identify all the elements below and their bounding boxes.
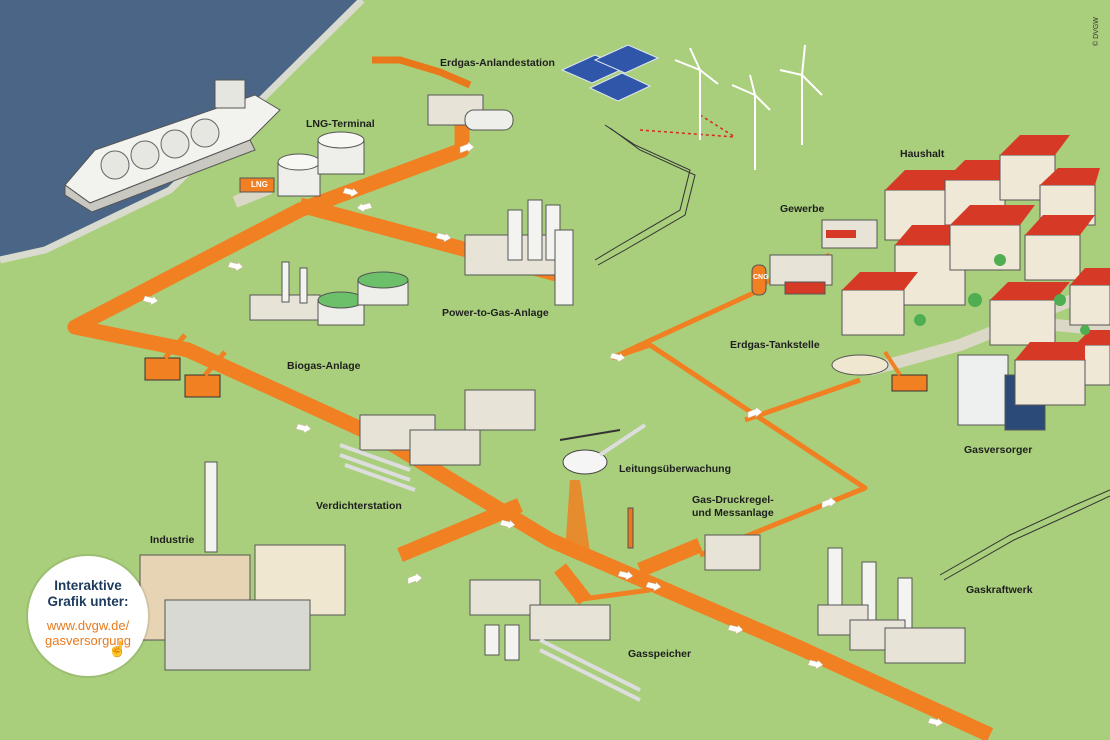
compressor-station — [339, 389, 536, 492]
label-industrie: Industrie — [150, 534, 195, 546]
hand-pointer-icon: ☝ — [108, 641, 127, 658]
label-lng-terminal: LNG-Terminal — [306, 118, 375, 130]
label-gasversorger: Gasversorger — [964, 444, 1033, 456]
gas-storage-facility — [469, 579, 641, 702]
label-power-to-gas: Power-to-Gas-Anlage — [442, 307, 549, 319]
power-dotted-line — [639, 129, 736, 138]
badge-url-line-1[interactable]: www.dvgw.de/ — [46, 618, 130, 633]
pressure-regulator-building — [627, 507, 761, 571]
label-biogas: Biogas-Anlage — [287, 360, 361, 372]
landing-station — [372, 56, 514, 131]
lng-tanker-ship — [64, 79, 281, 213]
shoreline — [0, 0, 365, 264]
power-to-gas-plant — [464, 199, 574, 306]
flow-arrows — [142, 141, 944, 728]
label-haushalt: Haushalt — [900, 148, 945, 160]
badge-url-line-2[interactable]: gasversorgung — [45, 633, 131, 648]
road-excavator — [831, 350, 928, 392]
industry-complex — [139, 461, 346, 671]
biogas-plant — [249, 261, 409, 326]
label-gasspeicher: Gasspeicher — [628, 648, 692, 660]
power-lines — [594, 124, 1110, 581]
pipe-laying-excavators — [144, 333, 227, 398]
lng-truck-tag: LNG — [251, 180, 268, 189]
shop-building — [821, 219, 878, 249]
cng-tag: CNG — [753, 274, 769, 281]
label-gaskraftwerk: Gaskraftwerk — [966, 584, 1033, 596]
label-erdgas-tankstelle: Erdgas-Tankstelle — [730, 339, 820, 351]
cng-station — [751, 254, 833, 296]
lng-terminal-tanks — [239, 131, 365, 197]
badge-line-1: Interaktive — [54, 578, 122, 593]
interactive-graphic-badge[interactable]: Interaktive Grafik unter: www.dvgw.de/ g… — [28, 556, 148, 676]
residential-buildings — [841, 135, 1110, 386]
copyright-notice: © DVGW — [1093, 17, 1100, 46]
badge-line-2: Grafik unter: — [47, 594, 129, 609]
trees — [914, 254, 1090, 335]
gas-utility-building — [957, 342, 1086, 431]
gas-power-plant — [817, 547, 966, 664]
label-gewerbe: Gewerbe — [780, 203, 825, 215]
wind-turbines — [674, 44, 823, 170]
label-verdichterstation: Verdichterstation — [316, 500, 402, 512]
helicopter — [559, 423, 647, 552]
label-leitungsueberwachung: Leitungsüberwachung — [619, 463, 732, 475]
power-dotted-line-2 — [699, 114, 736, 138]
solar-panels — [560, 44, 660, 102]
label-druckregel: Gas-Druckregel- und Messanlage — [692, 494, 774, 519]
label-erdgas-anlandestation: Erdgas-Anlandestation — [440, 57, 555, 69]
